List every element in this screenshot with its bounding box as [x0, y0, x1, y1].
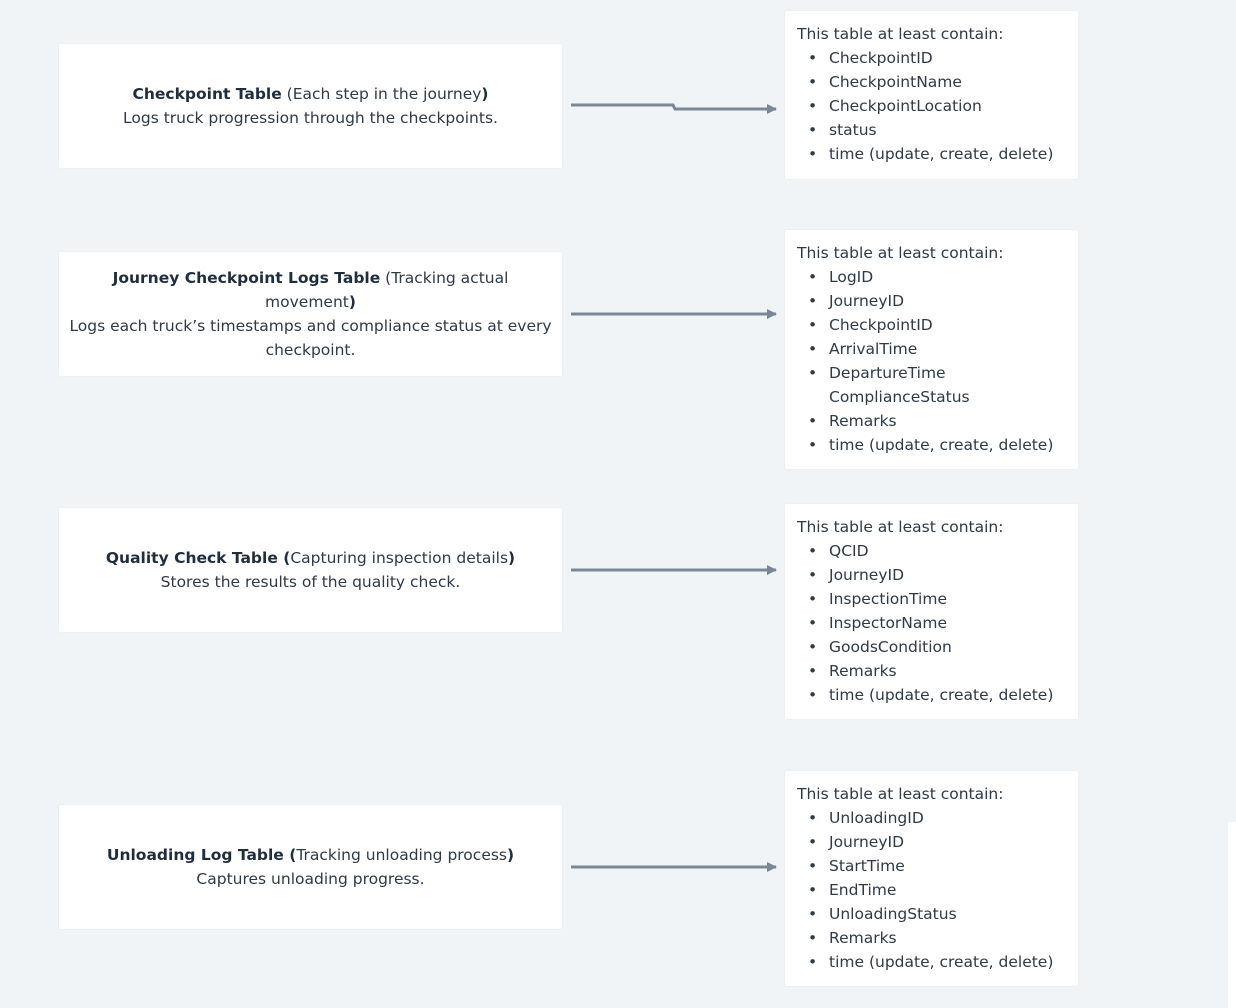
- field-item: ComplianceStatus: [829, 388, 970, 406]
- field-item: JourneyID: [797, 289, 1068, 313]
- fields-heading: This table at least contain:: [797, 785, 1004, 803]
- edge-panel: [1228, 822, 1236, 1008]
- field-item: UnloadingStatus: [797, 902, 1068, 926]
- field-item: Remarks: [797, 409, 1068, 433]
- paren-open: (: [283, 846, 297, 864]
- field-item: CheckpointID: [797, 313, 1068, 337]
- quality-check-fields-card: This table at least contain: QCID Journe…: [785, 504, 1078, 719]
- table-title: Journey Checkpoint Logs Table (Tracking …: [69, 266, 552, 314]
- paren-close: ): [507, 846, 515, 864]
- table-description: Logs truck progression through the check…: [123, 109, 498, 127]
- fields-list: LogID JourneyID CheckpointID ArrivalTime…: [797, 265, 1068, 457]
- field-item: CheckpointName: [797, 70, 1068, 94]
- unloading-log-fields-card: This table at least contain: UnloadingID…: [785, 771, 1078, 986]
- table-title: Quality Check Table (Capturing inspectio…: [106, 546, 515, 570]
- table-name: Unloading Log Table: [106, 846, 284, 864]
- paren-close: ): [508, 549, 516, 567]
- paren-open: (: [277, 549, 291, 567]
- field-item: time (update, create, delete): [797, 433, 1068, 457]
- field-item: GoodsCondition: [797, 635, 1068, 659]
- fields-heading: This table at least contain:: [797, 25, 1004, 43]
- field-item: QCID: [797, 539, 1068, 563]
- checkpoint-table-card: Checkpoint Table (Each step in the journ…: [59, 44, 562, 168]
- field-item: JourneyID: [797, 830, 1068, 854]
- checkpoint-fields-card: This table at least contain: CheckpointI…: [785, 11, 1078, 179]
- paren-open: (: [281, 85, 293, 103]
- fields-heading: This table at least contain:: [797, 518, 1004, 536]
- field-item: CheckpointID: [797, 46, 1068, 70]
- table-description: Logs each truck’s timestamps and complia…: [69, 317, 552, 359]
- field-item: JourneyID: [797, 563, 1068, 587]
- table-name: Journey Checkpoint Logs Table: [112, 269, 381, 287]
- paren-close: ): [348, 293, 356, 311]
- field-item: InspectionTime: [797, 587, 1068, 611]
- field-item: UnloadingID: [797, 806, 1068, 830]
- arrow-checkpoint: [571, 103, 777, 114]
- field-item: Remarks: [797, 659, 1068, 683]
- field-item: InspectorName: [797, 611, 1068, 635]
- table-subtitle: Capturing inspection details: [290, 549, 509, 567]
- table-name: Checkpoint Table: [132, 85, 282, 103]
- field-item: EndTime: [797, 878, 1068, 902]
- field-item: time (update, create, delete): [797, 142, 1068, 166]
- paren-close: ): [481, 85, 489, 103]
- field-item: status: [797, 118, 1068, 142]
- unloading-log-table-card: Unloading Log Table (Tracking unloading …: [59, 805, 562, 929]
- table-subtitle: Tracking actual movement: [265, 269, 509, 311]
- fields-heading: This table at least contain:: [797, 244, 1004, 262]
- field-item: time (update, create, delete): [797, 683, 1068, 707]
- table-name: Quality Check Table: [105, 549, 278, 567]
- table-description: Stores the results of the quality check.: [160, 573, 461, 591]
- table-subtitle: Each step in the journey: [292, 85, 482, 103]
- table-title: Checkpoint Table (Each step in the journ…: [132, 82, 488, 106]
- table-title: Unloading Log Table (Tracking unloading …: [107, 843, 514, 867]
- fields-list: UnloadingID JourneyID StartTime EndTime …: [797, 806, 1068, 974]
- field-item: Remarks: [797, 926, 1068, 950]
- table-description: Captures unloading progress.: [196, 870, 425, 888]
- fields-list: QCID JourneyID InspectionTime InspectorN…: [797, 539, 1068, 707]
- table-subtitle: Tracking unloading process: [296, 846, 508, 864]
- field-item: DepartureTime: [797, 361, 1068, 385]
- journey-checkpoint-logs-table-card: Journey Checkpoint Logs Table (Tracking …: [59, 252, 562, 376]
- field-item: ArrivalTime: [797, 337, 1068, 361]
- field-item: time (update, create, delete): [797, 950, 1068, 974]
- journey-checkpoint-logs-fields-card: This table at least contain: LogID Journ…: [785, 230, 1078, 469]
- field-item: StartTime: [797, 854, 1068, 878]
- field-item: CheckpointLocation: [797, 94, 1068, 118]
- fields-list: CheckpointID CheckpointName CheckpointLo…: [797, 46, 1068, 166]
- paren-open: (: [380, 269, 392, 287]
- field-item: LogID: [797, 265, 1068, 289]
- quality-check-table-card: Quality Check Table (Capturing inspectio…: [59, 508, 562, 632]
